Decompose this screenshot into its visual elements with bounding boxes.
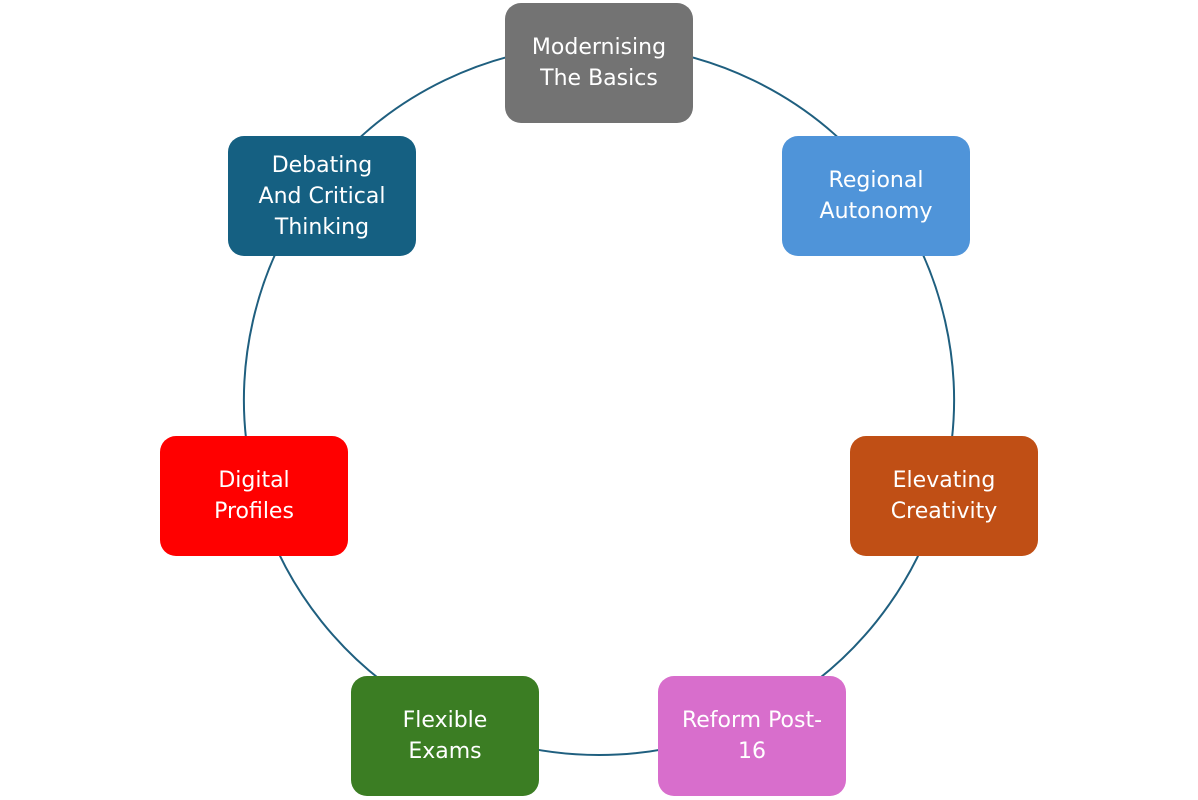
node-digital-profiles: Digital Profiles [160, 436, 348, 556]
node-label: Debating And Critical Thinking [258, 152, 386, 240]
node-flexible-exams: Flexible Exams [351, 676, 539, 796]
node-label: Modernising The Basics [531, 35, 667, 91]
node-label: Regional Autonomy [819, 168, 933, 224]
node-debating-and-critical-thinking: Debating And Critical Thinking [228, 136, 416, 256]
node-elevating-creativity: Elevating Creativity [850, 436, 1038, 556]
node-modernising-the-basics: Modernising The Basics [505, 3, 693, 123]
node-label: Elevating Creativity [890, 468, 998, 524]
node-label: Reform Post- 16 [681, 708, 823, 764]
node-reform-post-16: Reform Post- 16 [658, 676, 846, 796]
node-label: Digital Profiles [214, 468, 294, 524]
node-regional-autonomy: Regional Autonomy [782, 136, 970, 256]
node-label: Flexible Exams [402, 708, 488, 764]
